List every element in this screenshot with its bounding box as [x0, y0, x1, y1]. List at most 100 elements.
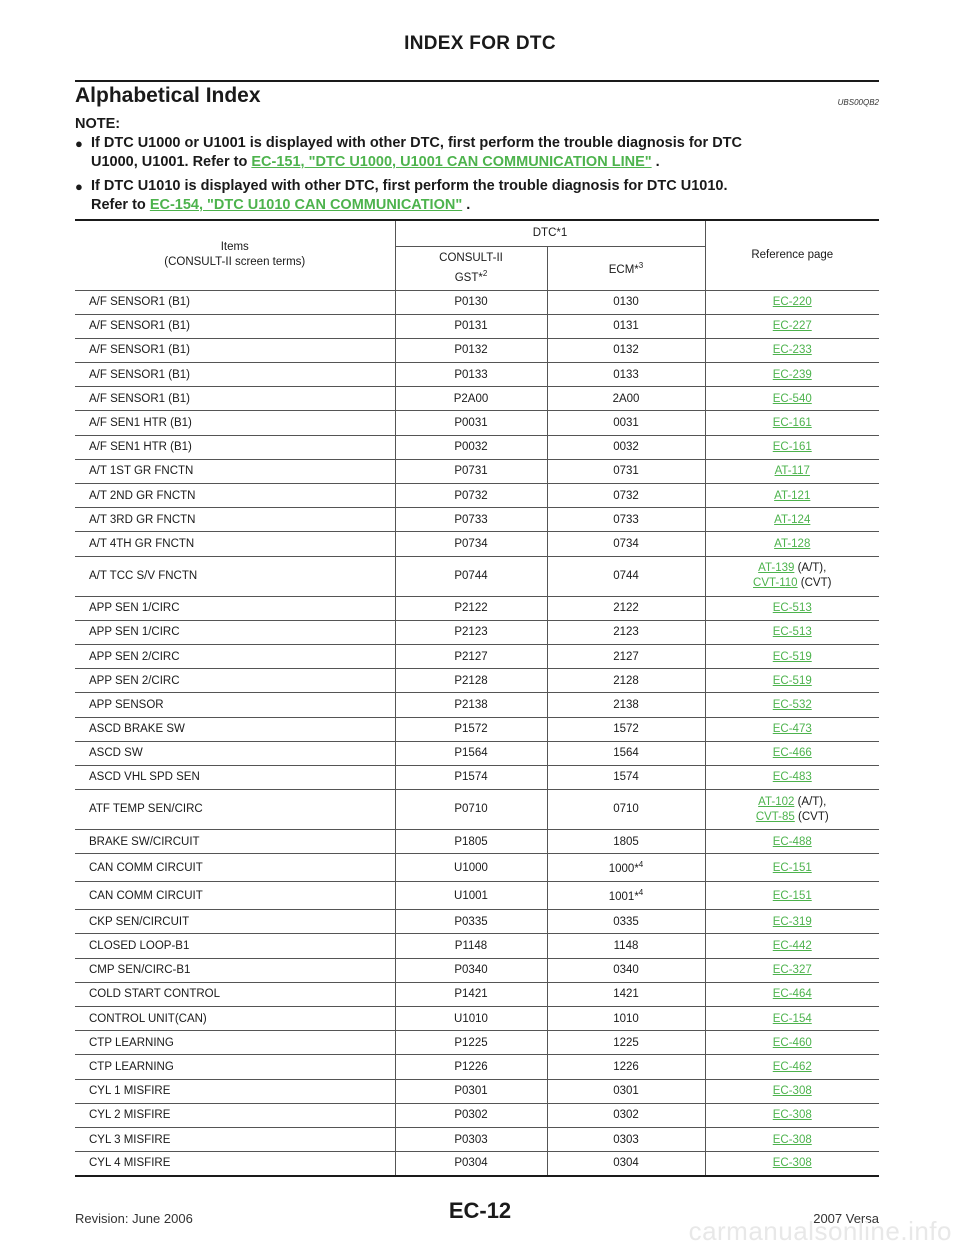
- cell-item: APP SEN 2/CIRC: [75, 668, 396, 694]
- reference-link[interactable]: EC-151: [772, 861, 812, 874]
- cell-consult-code: P0710: [394, 789, 548, 831]
- reference-link[interactable]: EC-540: [772, 392, 812, 405]
- cell-ecm-code: 0340: [546, 957, 706, 983]
- cell-item: ASCD SW: [75, 740, 396, 766]
- note-reference-link[interactable]: EC-151, "DTC U1000, U1001 CAN COMMUNICAT…: [251, 154, 652, 170]
- reference-link[interactable]: AT-139: [758, 562, 795, 575]
- cell-consult-code: P0302: [394, 1102, 548, 1128]
- cell-reference: EC-227: [704, 313, 879, 339]
- reference-link[interactable]: EC-308: [772, 1157, 812, 1170]
- header-ecm: ECM*3: [546, 245, 705, 291]
- header-reference: Reference page: [704, 219, 879, 291]
- reference-link[interactable]: EC-220: [772, 296, 812, 309]
- cell-ecm-code: 1148: [546, 933, 706, 959]
- reference-link[interactable]: EC-327: [772, 964, 812, 977]
- reference-link[interactable]: EC-161: [772, 417, 812, 430]
- reference-link[interactable]: EC-227: [772, 320, 812, 333]
- cell-reference: AT-128: [704, 531, 879, 557]
- reference-link[interactable]: EC-460: [772, 1036, 812, 1049]
- reference-link[interactable]: EC-473: [772, 723, 812, 736]
- cell-reference: EC-161: [704, 434, 879, 460]
- cell-reference: EC-464: [704, 981, 879, 1008]
- reference-link[interactable]: EC-151: [772, 889, 812, 902]
- reference-link[interactable]: EC-308: [772, 1109, 812, 1122]
- reference-link[interactable]: EC-519: [772, 674, 812, 687]
- cell-reference: AT-102 (A/T),CVT-85 (CVT): [704, 789, 879, 831]
- cell-item: ATF TEMP SEN/CIRC: [75, 789, 396, 831]
- reference-link[interactable]: EC-239: [772, 368, 812, 381]
- cell-ecm-code: 0744: [546, 555, 706, 597]
- cell-ecm-code: 2138: [546, 692, 706, 718]
- reference-link[interactable]: EC-308: [772, 1133, 812, 1146]
- reference-link[interactable]: EC-233: [772, 344, 812, 357]
- reference-link[interactable]: CVT-85: [755, 810, 795, 823]
- cell-reference: EC-532: [704, 692, 879, 718]
- reference-link[interactable]: EC-483: [772, 771, 812, 784]
- reference-link[interactable]: EC-513: [772, 626, 812, 639]
- reference-link[interactable]: AT-128: [774, 537, 811, 550]
- cell-consult-code: P0732: [394, 482, 548, 509]
- cell-item: BRAKE SW/CIRCUIT: [75, 829, 396, 855]
- reference-link[interactable]: AT-117: [774, 465, 810, 478]
- reference-note: (A/T),: [794, 562, 827, 575]
- reference-link[interactable]: EC-464: [772, 988, 812, 1001]
- reference-link[interactable]: AT-121: [774, 489, 811, 502]
- reference-link[interactable]: EC-519: [772, 650, 812, 663]
- reference-link[interactable]: EC-154: [772, 1012, 812, 1025]
- cell-reference: EC-151: [704, 853, 879, 883]
- cell-item: CONTROL UNIT(CAN): [75, 1005, 396, 1032]
- reference-link[interactable]: EC-488: [772, 835, 812, 848]
- cell-ecm-code: 0710: [546, 789, 706, 831]
- cell-item: APP SEN 2/CIRC: [75, 643, 396, 670]
- header-dtc: DTC*1: [394, 219, 706, 247]
- cell-reference: EC-473: [704, 716, 879, 742]
- cell-consult-code: P2127: [394, 643, 548, 670]
- page-header-title: INDEX FOR DTC: [404, 33, 556, 54]
- reference-link[interactable]: CVT-110: [753, 577, 798, 590]
- cell-item: CLOSED LOOP-B1: [75, 933, 396, 959]
- cell-item: A/T 3RD GR FNCTN: [75, 507, 396, 533]
- reference-link[interactable]: EC-442: [772, 940, 812, 953]
- footer-page-number: EC-12: [448, 1198, 512, 1223]
- cell-item: A/F SENSOR1 (B1): [75, 313, 396, 339]
- cell-reference: EC-327: [704, 957, 879, 983]
- cell-consult-code: P0340: [394, 957, 548, 983]
- cell-reference: EC-540: [704, 386, 879, 412]
- cell-ecm-code: 0133: [546, 362, 706, 388]
- cell-consult-code: P2123: [394, 619, 548, 645]
- cell-ecm-code: 1225: [546, 1030, 706, 1056]
- cell-ecm-code: 0335: [546, 909, 706, 935]
- cell-consult-code: P1225: [394, 1030, 548, 1056]
- cell-reference: EC-519: [704, 668, 879, 694]
- reference-link[interactable]: EC-532: [772, 698, 812, 711]
- reference-link[interactable]: AT-124: [774, 513, 811, 526]
- cell-consult-code: P1564: [394, 740, 548, 766]
- reference-link[interactable]: AT-102: [758, 795, 795, 808]
- reference-link[interactable]: EC-462: [772, 1060, 812, 1073]
- cell-reference: AT-124: [704, 507, 879, 533]
- reference-link[interactable]: EC-319: [772, 915, 812, 928]
- cell-item: CAN COMM CIRCUIT: [75, 881, 396, 911]
- cell-item: A/T 2ND GR FNCTN: [75, 482, 396, 509]
- cell-consult-code: P2128: [394, 668, 548, 694]
- cell-reference: EC-308: [704, 1102, 879, 1128]
- reference-link[interactable]: EC-308: [772, 1085, 812, 1098]
- cell-ecm-code: 1010: [546, 1005, 706, 1032]
- cell-item: ASCD VHL SPD SEN: [75, 764, 396, 791]
- cell-item: CYL 3 MISFIRE: [75, 1126, 396, 1153]
- reference-link[interactable]: EC-161: [772, 441, 812, 454]
- note-reference-link[interactable]: EC-154, "DTC U1010 CAN COMMUNICATION": [149, 197, 463, 213]
- reference-link[interactable]: EC-513: [772, 602, 812, 615]
- reference-link[interactable]: EC-466: [772, 747, 812, 760]
